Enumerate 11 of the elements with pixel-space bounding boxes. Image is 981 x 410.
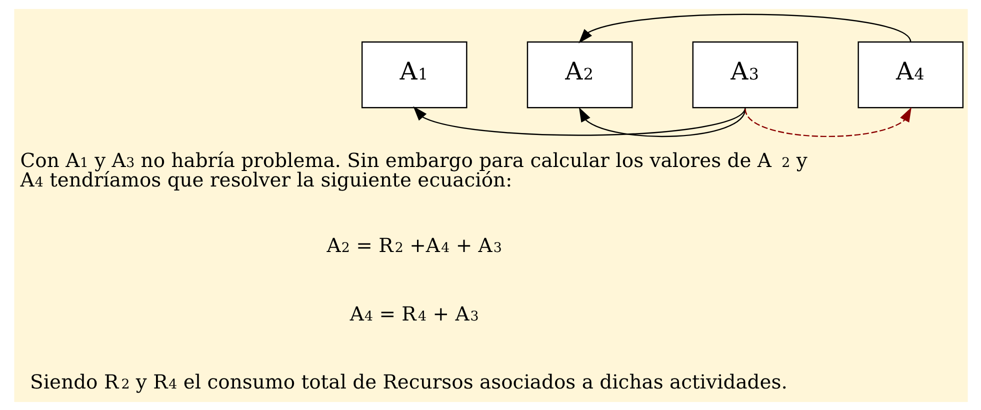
label: A2 = R2 +A4 + A3 xyxy=(326,234,502,257)
arrow xyxy=(412,106,746,136)
node-box: A1 xyxy=(360,40,467,108)
label: A4 = R4 + A3 xyxy=(349,302,478,325)
node-box: A2 xyxy=(526,40,632,108)
label: Siendo R2 y R4 el consumo total de Recursos asociados a dichas actividades. xyxy=(30,370,787,393)
node-box: A3 xyxy=(692,40,798,108)
node-box: A4 xyxy=(857,40,964,108)
arrow xyxy=(744,106,911,136)
arrow xyxy=(578,13,911,43)
arrow xyxy=(578,106,746,136)
